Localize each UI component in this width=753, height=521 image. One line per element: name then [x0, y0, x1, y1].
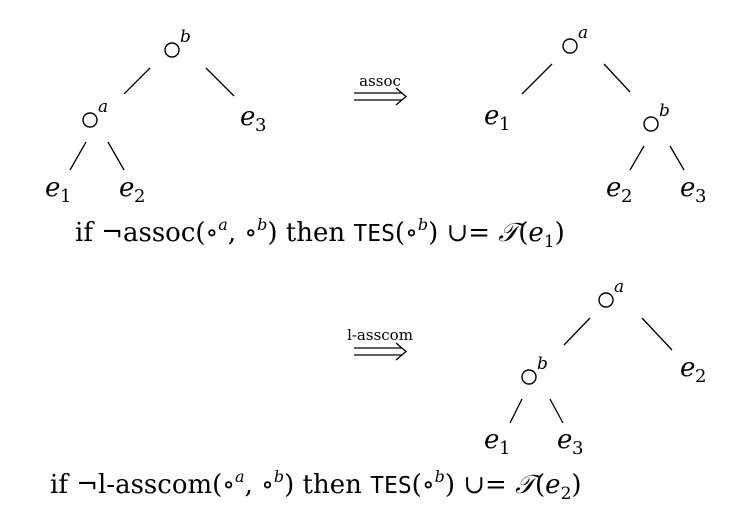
leaf-e3: e 3	[557, 425, 583, 459]
svg-text:e: e	[606, 173, 621, 203]
svg-text:e: e	[45, 173, 60, 203]
l-asscom-arrow: l-asscom	[347, 326, 413, 361]
svg-text:b: b	[659, 101, 670, 121]
assoc-left-tree: b a e 3 e 1 e 2	[45, 27, 266, 207]
edge	[603, 63, 631, 93]
svg-text:b: b	[537, 354, 548, 374]
assoc-arrow: assoc	[354, 72, 408, 106]
edge	[107, 141, 125, 171]
svg-text:e: e	[484, 425, 499, 455]
svg-text:l-asscom: l-asscom	[347, 326, 413, 344]
node-op-a: a	[82, 97, 108, 128]
leaf-e3: e 3	[680, 173, 706, 207]
svg-text:e: e	[484, 101, 499, 131]
leaf-e2: e 2	[680, 353, 706, 387]
edge	[549, 398, 564, 424]
edge	[69, 141, 87, 171]
svg-text:2: 2	[134, 186, 145, 207]
l-asscom-transform: l-asscom a b e 2 e	[50, 277, 706, 504]
svg-text:3: 3	[572, 438, 583, 459]
node-op-a: a	[562, 23, 588, 54]
edge	[629, 145, 645, 171]
svg-text:a: a	[578, 23, 588, 43]
svg-text:b: b	[180, 27, 191, 47]
edge	[123, 67, 151, 95]
node-op-b: b	[643, 101, 670, 132]
edge	[563, 317, 591, 346]
leaf-e1: e 1	[484, 101, 510, 135]
assoc-right-tree: a e 1 b e 2 e 3	[484, 23, 706, 207]
svg-text:e: e	[680, 173, 695, 203]
edge	[509, 398, 523, 424]
svg-text:a: a	[98, 97, 108, 117]
l-asscom-condition: if ¬l-asscom(∘a, ∘b) then TES(∘b) ∪= 𝒯(e…	[50, 467, 582, 504]
svg-text:assoc: assoc	[359, 72, 401, 90]
edge	[641, 317, 673, 351]
assoc-transform: b a e 3 e 1 e 2 asso	[45, 23, 706, 252]
svg-text:e: e	[240, 102, 255, 132]
svg-text:2: 2	[695, 366, 706, 387]
svg-text:2: 2	[621, 186, 632, 207]
leaf-e1: e 1	[484, 425, 510, 459]
l-asscom-tree: a b e 2 e 1 e 3	[484, 277, 706, 459]
svg-text:a: a	[614, 277, 624, 297]
node-op-a: a	[598, 277, 624, 308]
svg-text:e: e	[557, 425, 572, 455]
edge	[205, 67, 235, 97]
svg-text:e: e	[680, 353, 695, 383]
svg-text:1: 1	[499, 114, 510, 135]
leaf-e2: e 2	[119, 173, 145, 207]
leaf-e2: e 2	[606, 173, 632, 207]
node-op-b: b	[164, 27, 191, 58]
leaf-e3: e 3	[240, 102, 266, 136]
leaf-e1: e 1	[45, 173, 71, 207]
svg-text:3: 3	[255, 115, 266, 136]
edge	[521, 63, 553, 95]
svg-text:e: e	[119, 173, 134, 203]
svg-text:3: 3	[695, 186, 706, 207]
svg-text:1: 1	[499, 438, 510, 459]
edge	[669, 145, 685, 171]
node-op-b: b	[521, 354, 548, 385]
assoc-condition: if ¬assoc(∘a, ∘b) then TES(∘b) ∪= 𝒯(e1)	[75, 215, 565, 252]
svg-text:1: 1	[60, 186, 71, 207]
